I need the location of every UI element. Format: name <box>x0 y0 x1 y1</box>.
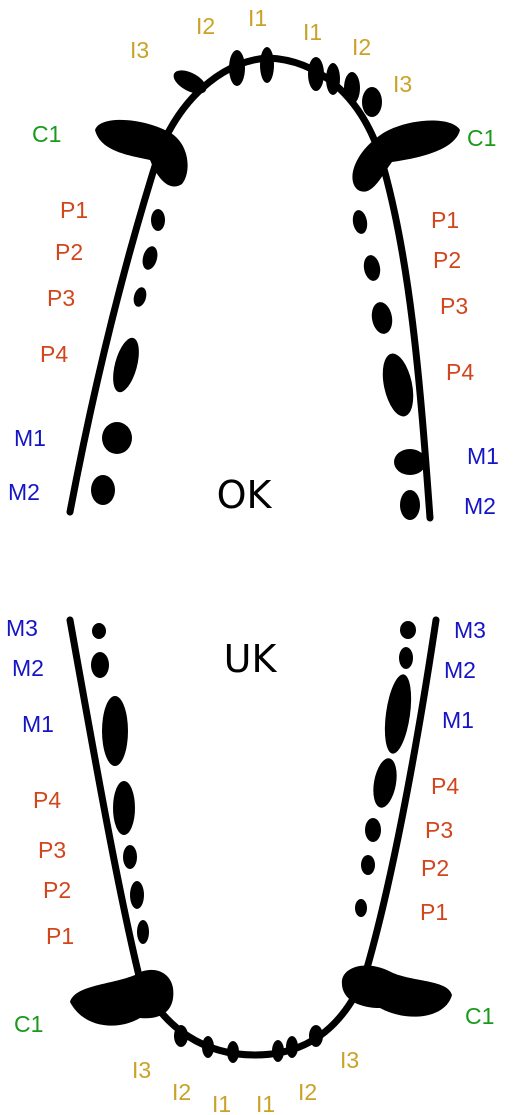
upper-tooth-left-p3 <box>133 287 147 307</box>
label-lower-left-c1: C1 <box>14 1011 43 1037</box>
lower-tooth-right-p2 <box>361 855 375 875</box>
label-lower-left-p4: P4 <box>33 787 61 813</box>
upper-tooth-right-i3 <box>362 87 382 117</box>
label-lower-right-i1: I1 <box>256 1091 275 1115</box>
lower-tooth-left-i1 <box>227 1041 239 1063</box>
lower-tooth-left-c1 <box>70 969 174 1026</box>
label-upper-right-p4: P4 <box>446 359 474 385</box>
upper-tooth-right-p2 <box>363 255 381 281</box>
upper-tooth-left-p1 <box>151 209 165 231</box>
label-upper-right-p1: P1 <box>431 207 459 233</box>
label-lower-left-p1: P1 <box>46 923 74 949</box>
lower-tooth-right-p3 <box>365 818 381 842</box>
label-lower-left-m1: M1 <box>22 711 54 737</box>
lower-tooth-left-m1 <box>102 696 128 766</box>
lower-tooth-left-p3 <box>123 845 137 869</box>
upper-tooth-right-p1 <box>352 210 368 234</box>
label-upper-left-p4: P4 <box>40 341 68 367</box>
lower-tooth-left-p4 <box>113 781 135 835</box>
upper-tooth-left-p2 <box>142 246 158 270</box>
upper-tooth-left-i2 <box>229 50 245 86</box>
lower-labels: M3 M2 M1 P4 P3 P2 P1 M3 M2 M1 P4 P3 P2 P… <box>6 615 494 1115</box>
label-upper-right-p3: P3 <box>440 293 468 319</box>
upper-tooth-right-p4 <box>382 353 414 417</box>
label-lower-right-m3: M3 <box>454 617 486 643</box>
lower-tooth-left-m2 <box>91 652 109 678</box>
label-lower-right-i2: I2 <box>298 1079 317 1105</box>
lower-tooth-left-i3 <box>174 1025 188 1047</box>
lower-jaw <box>66 616 452 1063</box>
upper-jaw <box>66 47 460 522</box>
lower-jaw-arch <box>66 616 440 1059</box>
label-lower-left-i1: I1 <box>212 1091 231 1115</box>
lower-tooth-left-p1 <box>137 920 149 944</box>
upper-tooth-right-i1 <box>308 57 324 91</box>
upper-tooth-left-i3 <box>173 70 207 94</box>
label-lower-right-c1: C1 <box>465 1003 494 1029</box>
label-lower-right-p2: P2 <box>421 855 449 881</box>
lower-tooth-right-i2 <box>286 1036 298 1058</box>
label-upper-left-p1: P1 <box>60 197 88 223</box>
label-lower-left-p3: P3 <box>38 837 66 863</box>
upper-tooth-left-m2 <box>91 475 115 505</box>
label-upper-right-m1: M1 <box>467 443 499 469</box>
label-upper-left-m2: M2 <box>8 479 40 505</box>
lower-tooth-right-c1 <box>341 965 452 1017</box>
lower-tooth-right-p1 <box>355 899 367 917</box>
label-lower-right-m2: M2 <box>444 657 476 683</box>
label-lower-right-i3: I3 <box>340 1047 359 1073</box>
lower-tooth-right-m2 <box>399 647 413 669</box>
upper-tooth-right-i2 <box>344 72 360 104</box>
upper-tooth-right-m2 <box>400 490 420 520</box>
upper-labels: I3 I2 I1 I1 I2 I3 C1 C1 P1 P2 P3 P4 P1 P… <box>8 5 499 519</box>
label-lower-left-m2: M2 <box>12 655 44 681</box>
upper-tooth-left-i1 <box>260 47 274 83</box>
label-upper-left-i1: I1 <box>248 5 267 31</box>
lower-tooth-left-m3 <box>92 623 106 639</box>
lower-tooth-left-i2 <box>202 1036 214 1058</box>
label-upper-right-i2: I2 <box>352 34 371 60</box>
upper-tooth-left-c1 <box>95 119 188 187</box>
upper-tooth-right-i1b <box>326 63 340 95</box>
label-upper-left-m1: M1 <box>14 425 46 451</box>
upper-tooth-right-c1 <box>352 120 460 192</box>
label-lower-right-m1: M1 <box>442 707 474 733</box>
lower-tooth-right-i3 <box>309 1025 323 1047</box>
label-upper-left-i3: I3 <box>130 37 149 63</box>
label-lower-left-i2: I2 <box>172 1079 191 1105</box>
lower-tooth-left-p2 <box>130 881 144 909</box>
label-upper-right-i3: I3 <box>393 71 412 97</box>
label-upper-right-p2: P2 <box>433 247 461 273</box>
label-upper-left-p3: P3 <box>47 285 75 311</box>
upper-tooth-left-m1 <box>102 422 132 454</box>
label-lower-left-p2: P2 <box>43 877 71 903</box>
lower-tooth-right-m1 <box>384 674 412 754</box>
upper-tooth-right-p3 <box>371 302 393 334</box>
label-upper-right-m2: M2 <box>464 493 496 519</box>
label-lower-right-p1: P1 <box>420 899 448 925</box>
lower-tooth-right-m3 <box>400 621 416 639</box>
label-upper-right-i1: I1 <box>303 19 322 45</box>
label-upper-left-i2: I2 <box>196 13 215 39</box>
label-lower-left-i3: I3 <box>132 1057 151 1083</box>
lower-tooth-right-p4 <box>373 758 397 808</box>
label-lower-right-p4: P4 <box>431 773 459 799</box>
lower-jaw-title: UK <box>224 637 278 681</box>
lower-tooth-right-i1 <box>272 1040 284 1062</box>
upper-jaw-title: OK <box>217 473 273 517</box>
label-lower-left-m3: M3 <box>6 615 38 641</box>
label-upper-left-c1: C1 <box>32 121 61 147</box>
label-upper-right-c1: C1 <box>467 125 496 151</box>
label-upper-left-p2: P2 <box>55 239 83 265</box>
upper-tooth-right-m1 <box>394 449 426 475</box>
upper-tooth-left-p4 <box>113 337 139 393</box>
label-lower-right-p3: P3 <box>425 817 453 843</box>
